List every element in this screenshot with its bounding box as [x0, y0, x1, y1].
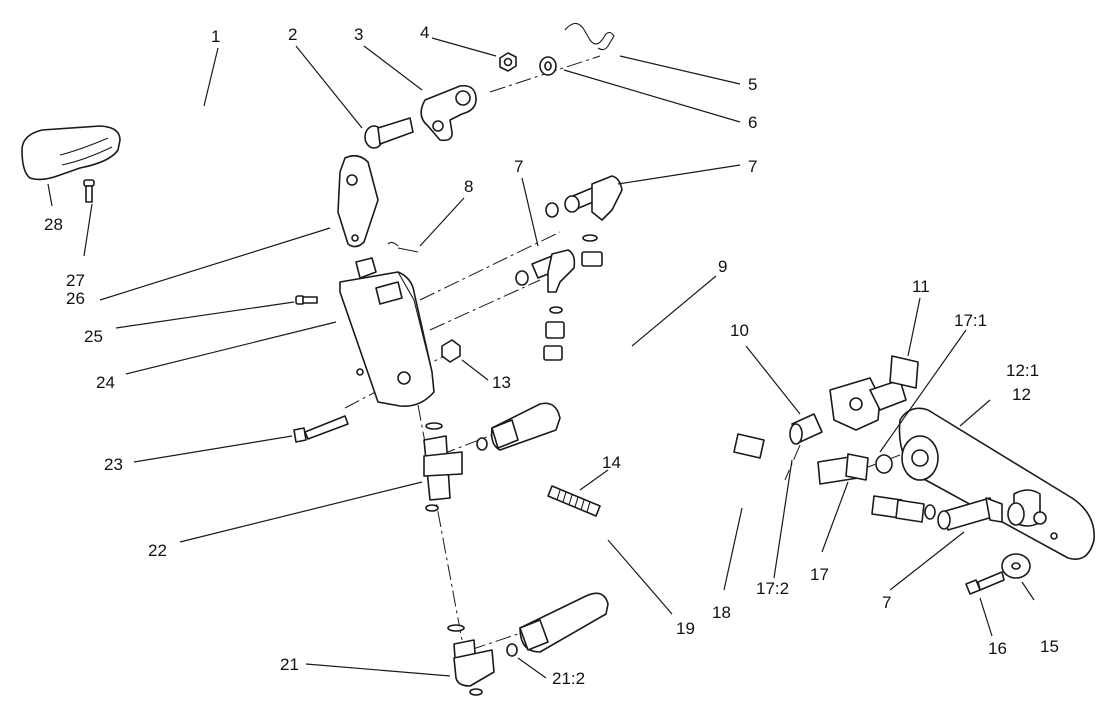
- callout-2: 2: [288, 25, 297, 44]
- nut-4: [499, 52, 517, 72]
- tube-18: [547, 355, 885, 510]
- callout-23: 23: [104, 455, 123, 474]
- callout-3: 3: [354, 25, 363, 44]
- callout-26: 26: [66, 289, 85, 308]
- elbow-fitting-21: [447, 624, 495, 696]
- adapter-fitting-center: [476, 402, 561, 451]
- elbow-fitting-7-middle: [515, 249, 576, 314]
- nut-13: [441, 339, 461, 363]
- tube-17-2: [551, 330, 750, 453]
- callout-17-2: 17:2: [756, 579, 789, 598]
- callout-28: 28: [44, 215, 63, 234]
- callout-7-lower: 7: [882, 593, 891, 612]
- callout-labels: 1 2 3 4 5 6 7 7 7 8 9 10 11 12 12:1 13 1…: [44, 23, 1059, 688]
- leader-lines: [47, 37, 1035, 679]
- tube-nut-left-lower: [543, 345, 563, 361]
- cotter-8: [387, 241, 419, 253]
- callout-18: 18: [712, 603, 731, 622]
- screw-25: [295, 295, 318, 305]
- callout-11: 11: [912, 277, 930, 296]
- callout-19: 19: [676, 619, 695, 638]
- bolt-23: [293, 415, 349, 443]
- washer-6: [539, 56, 557, 76]
- callout-12-1: 12:1: [1006, 361, 1039, 380]
- callout-8: 8: [464, 177, 473, 196]
- callout-24: 24: [96, 373, 115, 392]
- callout-7-upper: 7: [514, 157, 523, 176]
- callout-1: 1: [211, 27, 220, 46]
- washer-15: [1001, 553, 1031, 579]
- callout-4: 4: [420, 23, 429, 42]
- plate-26: [337, 154, 379, 248]
- valve-24: [339, 257, 435, 408]
- tee-fitting-22: [423, 422, 463, 512]
- elbow-fitting-7-upper: [545, 175, 623, 242]
- callout-5: 5: [748, 75, 757, 94]
- callout-10: 10: [730, 321, 749, 340]
- clip-5: [564, 22, 615, 51]
- knob-28: [21, 125, 121, 181]
- tube-nut-right-lower: [895, 499, 925, 523]
- callout-17: 17: [810, 565, 829, 584]
- callout-9: 9: [718, 257, 727, 276]
- fitting-17: [817, 453, 893, 485]
- clevis-bracket-11: [829, 355, 919, 431]
- bushing-10: [789, 413, 823, 445]
- tube-19: [454, 494, 699, 594]
- tube-9: [587, 257, 775, 455]
- callout-16: 16: [988, 639, 1007, 658]
- lever-1: [127, 120, 323, 211]
- callout-12: 12: [1012, 385, 1031, 404]
- callout-6: 6: [748, 113, 757, 132]
- callout-13: 13: [492, 373, 511, 392]
- tube-nut-top: [581, 251, 603, 267]
- screw-27: [83, 179, 95, 203]
- fitting-7-lower: [924, 497, 1025, 531]
- cylinder-12: [898, 407, 1095, 560]
- callout-21-2: 21:2: [552, 669, 585, 688]
- callout-25: 25: [84, 327, 103, 346]
- callout-14: 14: [602, 453, 621, 472]
- callout-15: 15: [1040, 637, 1059, 656]
- callout-21: 21: [280, 655, 299, 674]
- callout-7-right: 7: [748, 157, 757, 176]
- clevis-3: [420, 84, 477, 142]
- tube-nut-right-upper: [733, 433, 765, 459]
- adapter-21-2: [506, 592, 609, 657]
- callout-17-1: 17:1: [954, 311, 987, 330]
- spring-guard-14: [547, 485, 601, 517]
- callout-22: 22: [148, 541, 167, 560]
- callout-27: 27: [66, 271, 85, 290]
- tube-nut-left: [545, 321, 565, 339]
- pin-2: [364, 117, 414, 149]
- bolt-16: [965, 571, 1005, 595]
